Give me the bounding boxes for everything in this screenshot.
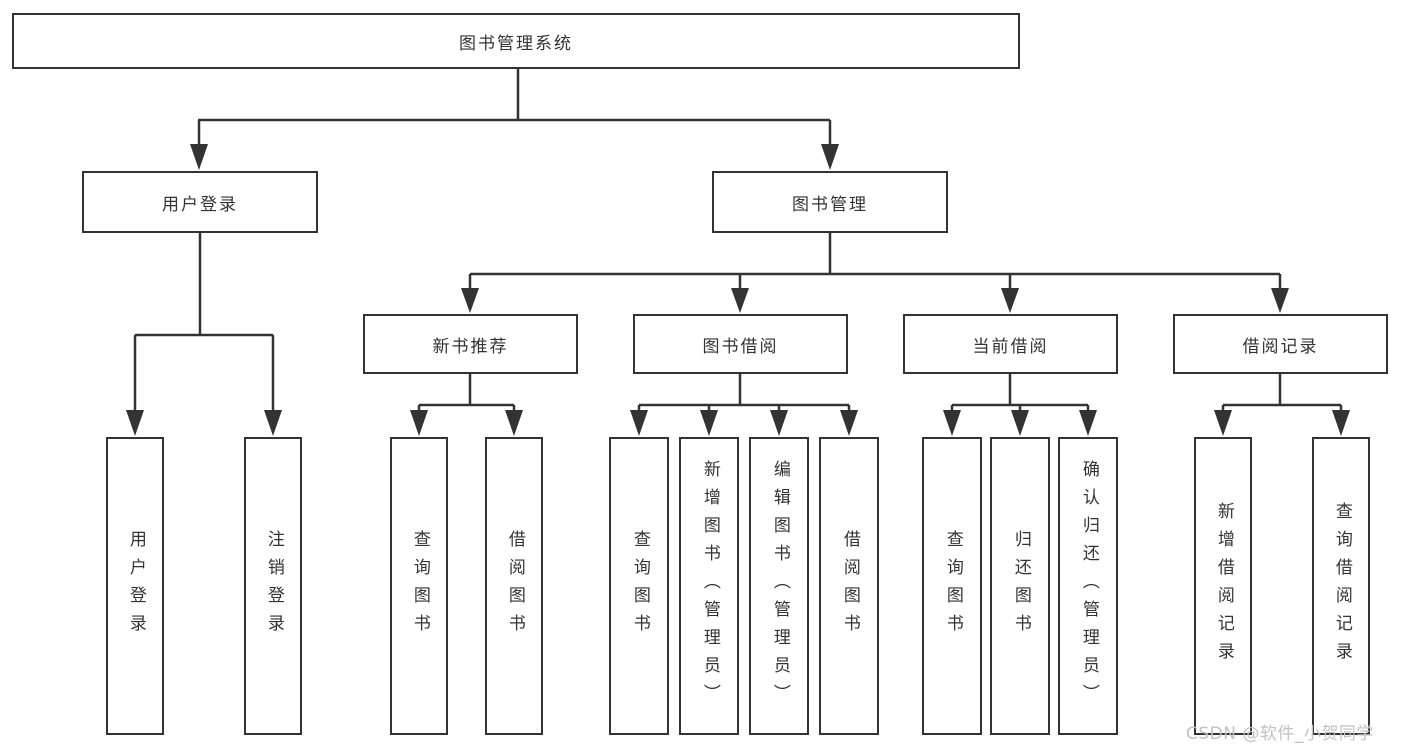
leaf-current-confirm-return-admin-label: 确认归还（管理员） [1078,460,1099,712]
leaf-user-login: 用户登录 [106,437,164,735]
node-borrow-records: 借阅记录 [1173,314,1388,374]
leaf-records-query-record: 查询借阅记录 [1312,437,1370,735]
leaf-newbook-query-books-label: 查询图书 [409,530,430,642]
leaf-borrow-borrow-books: 借阅图书 [819,437,879,735]
node-new-book-recommend: 新书推荐 [363,314,578,374]
leaf-current-query-books: 查询图书 [922,437,982,735]
csdn-watermark: CSDN @软件_小贺同学 [1186,724,1374,744]
leaf-user-login-label: 用户登录 [125,530,146,642]
arrowhead-icons [126,144,1350,436]
leaf-borrow-edit-books-admin: 编辑图书（管理员） [749,437,809,735]
leaf-newbook-borrow-books: 借阅图书 [485,437,543,735]
leaf-borrow-add-books-admin-label: 新增图书（管理员） [699,460,720,712]
leaf-logout: 注销登录 [244,437,302,735]
leaf-borrow-edit-books-admin-label: 编辑图书（管理员） [769,460,790,712]
leaf-borrow-query-books: 查询图书 [609,437,669,735]
node-current-borrow: 当前借阅 [903,314,1118,374]
leaf-current-confirm-return-admin: 确认归还（管理员） [1058,437,1118,735]
node-book-management: 图书管理 [712,171,948,233]
leaf-borrow-query-books-label: 查询图书 [629,530,650,642]
leaf-records-query-record-label: 查询借阅记录 [1331,502,1352,670]
leaf-newbook-borrow-books-label: 借阅图书 [504,530,525,642]
leaf-borrow-add-books-admin: 新增图书（管理员） [679,437,739,735]
node-root-system: 图书管理系统 [12,13,1020,69]
leaf-records-add-record-label: 新增借阅记录 [1213,502,1234,670]
leaf-borrow-borrow-books-label: 借阅图书 [839,530,860,642]
leaf-records-add-record: 新增借阅记录 [1194,437,1252,735]
leaf-current-return-books: 归还图书 [990,437,1050,735]
leaf-current-return-books-label: 归还图书 [1010,530,1031,642]
leaf-current-query-books-label: 查询图书 [942,530,963,642]
leaf-newbook-query-books: 查询图书 [390,437,448,735]
node-user-login: 用户登录 [82,171,318,233]
node-book-borrow: 图书借阅 [633,314,848,374]
leaf-logout-label: 注销登录 [263,530,284,642]
